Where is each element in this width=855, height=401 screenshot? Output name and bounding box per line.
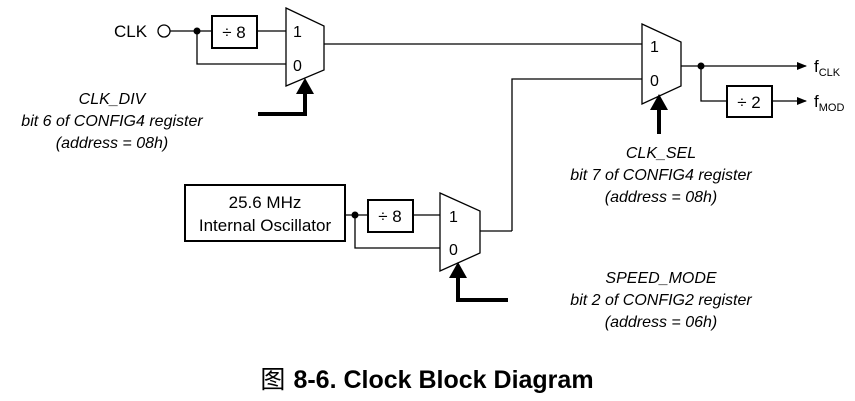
clk-div-mux-in0: 0 [293,58,302,75]
oscillator-name: Internal Oscillator [199,216,332,235]
div8-osc-label: ÷ 8 [378,207,402,226]
fmod-sub: MOD [819,102,845,114]
fclk-sub: CLK [819,67,841,79]
speed-mode-mux [439,191,481,273]
div2-label: ÷ 2 [737,93,761,112]
speed-to-clk-sel-wire [511,78,642,231]
div2-block [726,85,773,118]
figure-caption: 图 8-6. Clock Block Diagram [260,366,593,394]
clk-sel-mux-in1: 1 [650,39,659,56]
fmod-main: f [814,92,819,111]
speed-mode-addr: (address = 06h) [605,314,718,331]
clk-div-desc: bit 6 of CONFIG4 register [21,113,203,130]
clk-div-mux-in1: 1 [293,24,302,41]
speed-mode-desc: bit 2 of CONFIG2 register [570,292,752,309]
div8-top-block [211,15,258,49]
clk-sel-name: CLK_SEL [626,145,696,162]
div8-osc-block [367,199,414,233]
speed-mode-control-line [456,276,508,302]
speed-mode-name: SPEED_MODE [605,270,716,287]
clk-bypass-wire [196,31,286,65]
clk-div-control-arrowhead [296,78,314,94]
fmod-label: fMOD [814,92,844,114]
clk-sel-mux-in0: 0 [650,73,659,90]
clk-sel-desc: bit 7 of CONFIG4 register [570,167,752,184]
speed-mux-in1: 1 [449,209,458,226]
clk-div-control-line [258,92,307,116]
osc-bypass-wire [354,215,440,249]
div8-top-label: ÷ 8 [222,23,246,42]
speed-mode-control-arrowhead [449,262,467,278]
clk-input-terminal [157,24,171,38]
clk-input-label: CLK [114,22,148,41]
oscillator-freq: 25.6 MHz [229,193,302,212]
speed-mux-in0: 0 [449,242,458,259]
clk-div-name: CLK_DIV [79,91,147,108]
fclk-main: f [814,57,819,76]
clk-sel-addr: (address = 08h) [605,189,718,206]
clk-div-mux [285,6,325,87]
internal-oscillator-block [184,184,346,242]
clk-sel-mux [641,22,682,106]
div2-in-wire [700,66,727,102]
fclk-label: fCLK [814,57,841,79]
caption-text: 8-6. Clock Block Diagram [293,366,593,394]
caption-prefix: 图 [260,366,285,394]
clk-div-addr: (address = 08h) [56,135,169,152]
clk-sel-control-arrowhead [650,94,668,110]
